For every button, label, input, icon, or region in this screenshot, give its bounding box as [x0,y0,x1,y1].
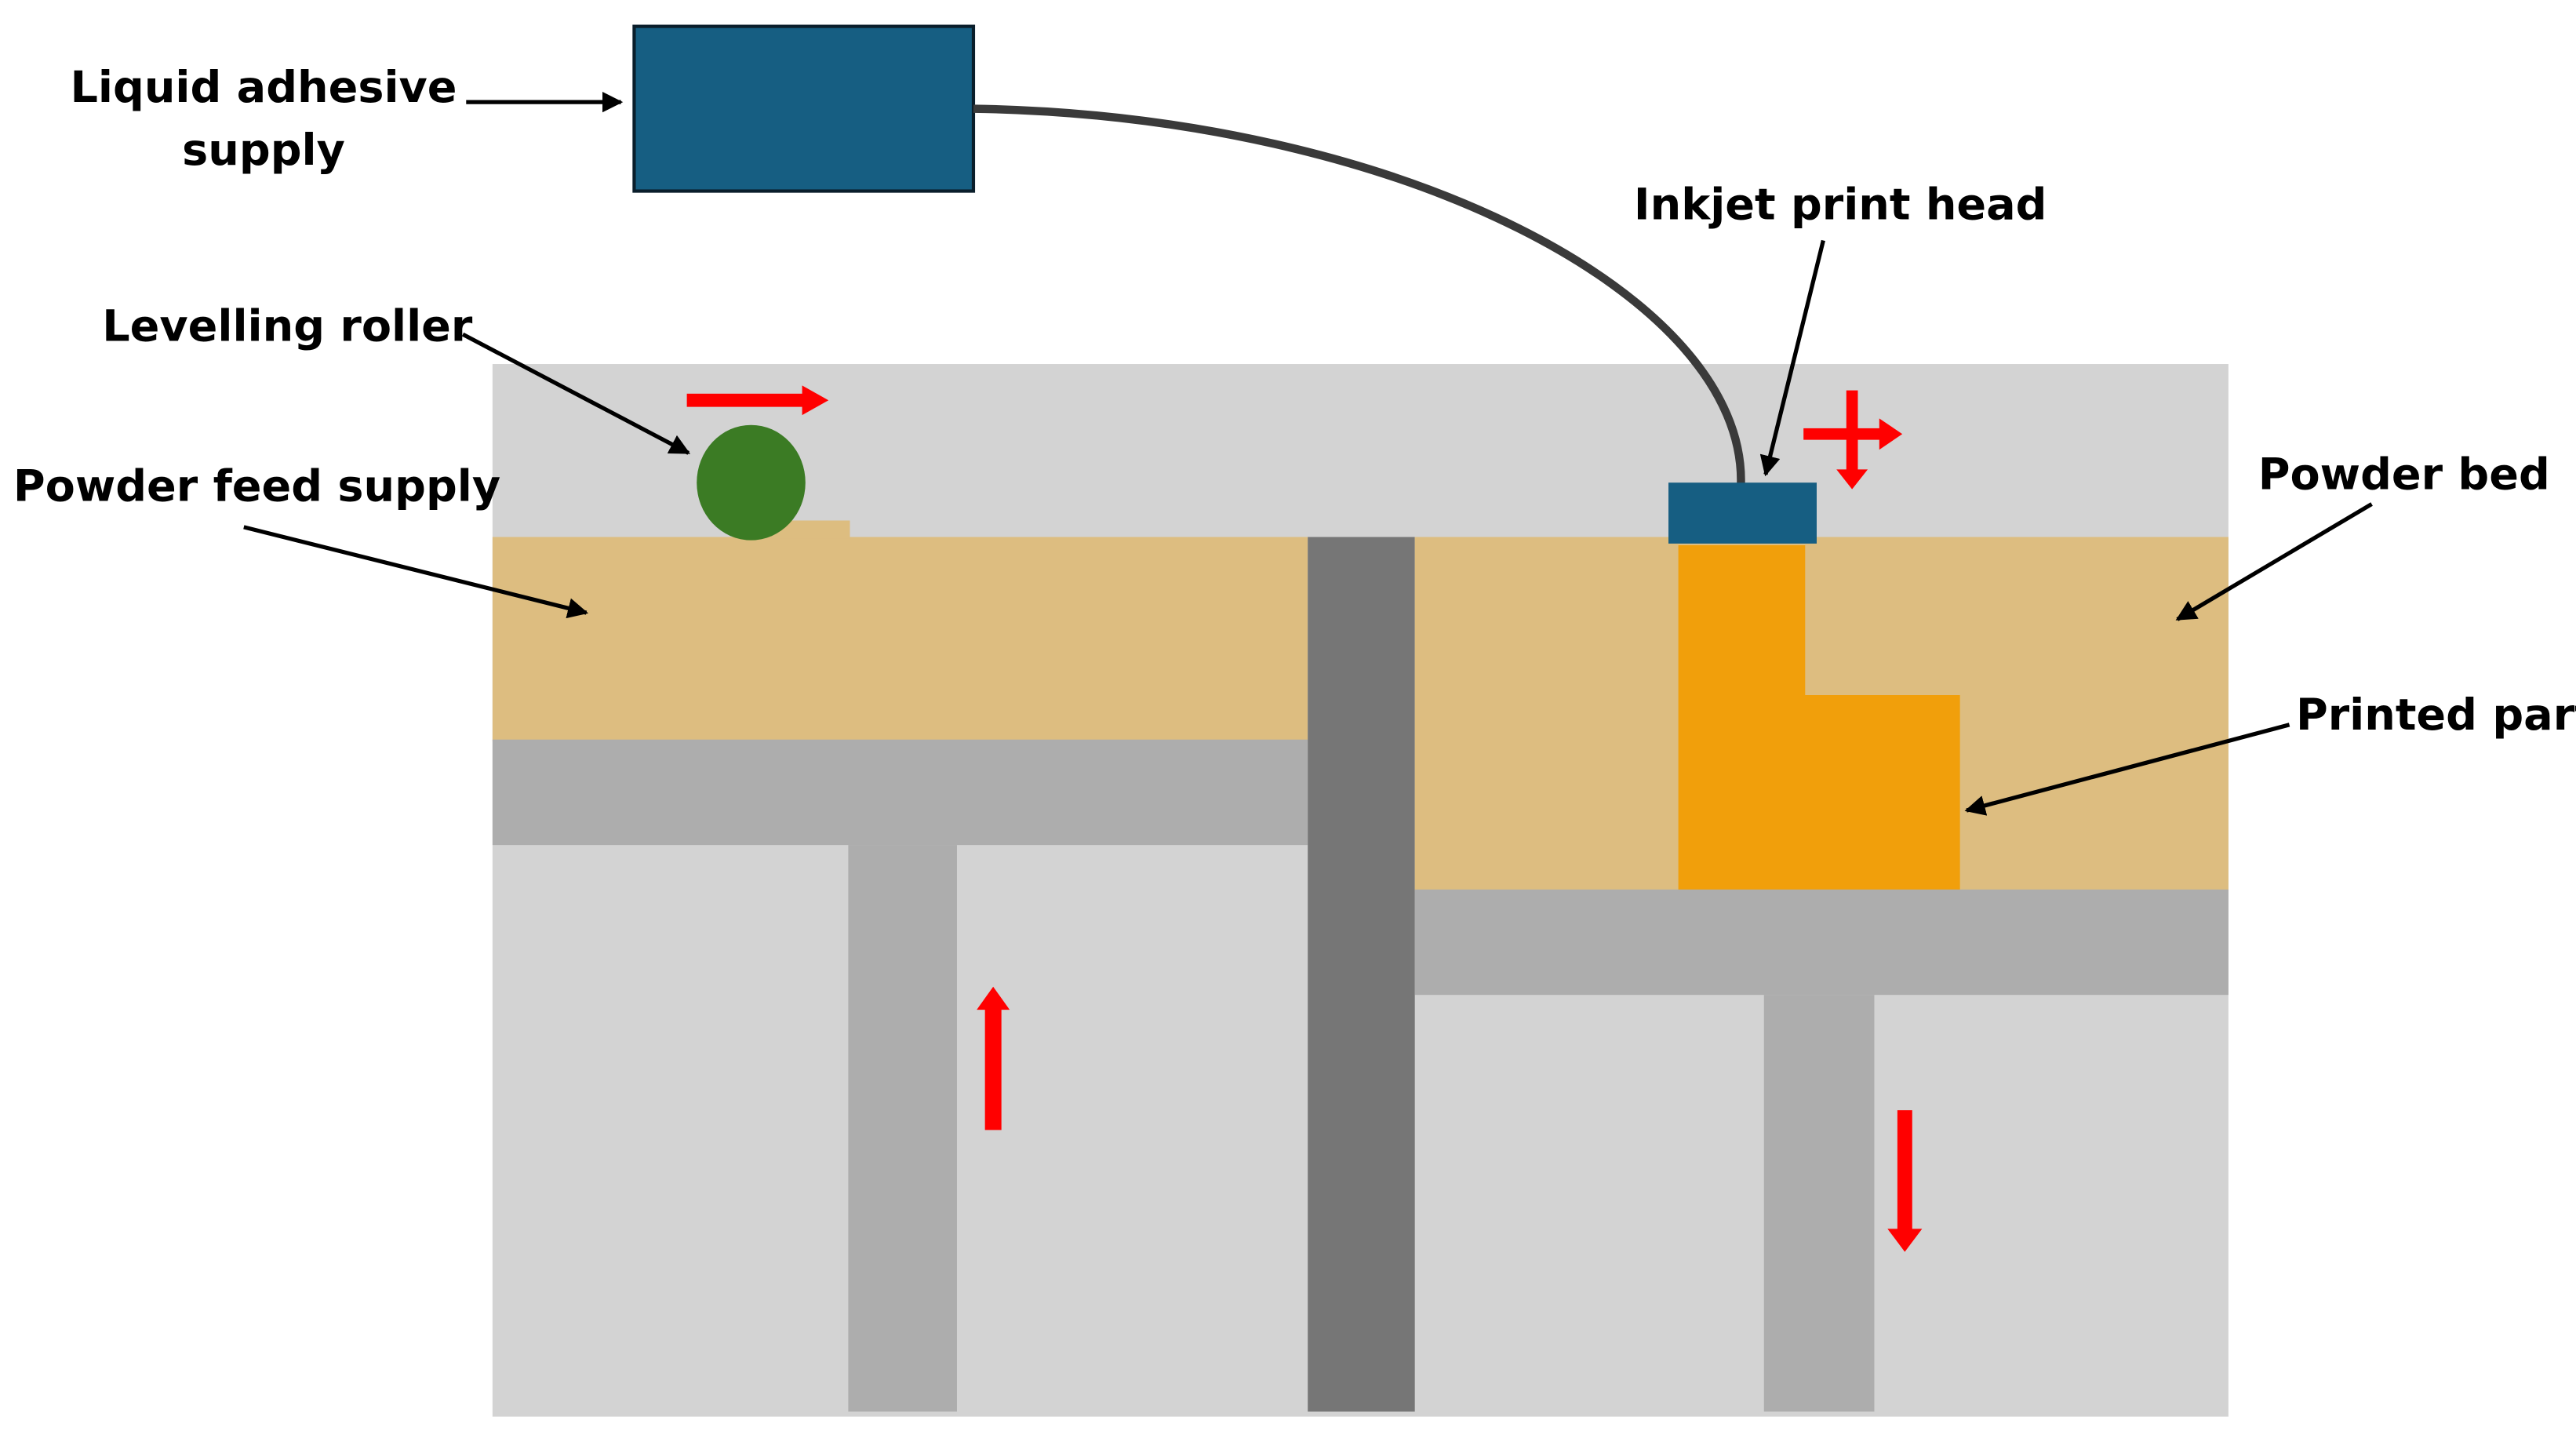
adhesive-tube [973,104,1745,485]
divider-wall [1308,537,1415,1412]
feed-piston [848,845,957,1412]
adhesive-reservoir [632,24,976,193]
adhesive-label-line2: supply [182,125,345,176]
arrow-right-icon [686,385,829,416]
build-platform [1414,889,2229,996]
part-label: Printed part [2296,690,2576,741]
build-piston [1763,995,1875,1412]
printhead-label: Inkjet print head [1634,179,2047,230]
bed-leader [2175,502,2373,621]
feed-label: Powder feed supply [13,461,500,511]
inkjet-print-head [1668,482,1817,544]
feed-leader [243,525,589,619]
part-leader [1964,723,2290,816]
printed-part [1678,544,1960,891]
bed-label: Powder bed [2258,450,2550,501]
feed-powder [492,537,1308,741]
roller-leader [461,332,691,455]
adhesive-label-line1: Liquid adhesive [70,62,457,113]
arrow-down-icon [1887,1110,1923,1252]
cross-arrow-icon [1803,390,1903,490]
arrow-up-icon [977,986,1010,1130]
printhead-leader [1759,239,1825,477]
feed-platform [492,739,1308,846]
levelling-roller [697,424,806,541]
roller-label: Levelling roller [102,301,473,352]
